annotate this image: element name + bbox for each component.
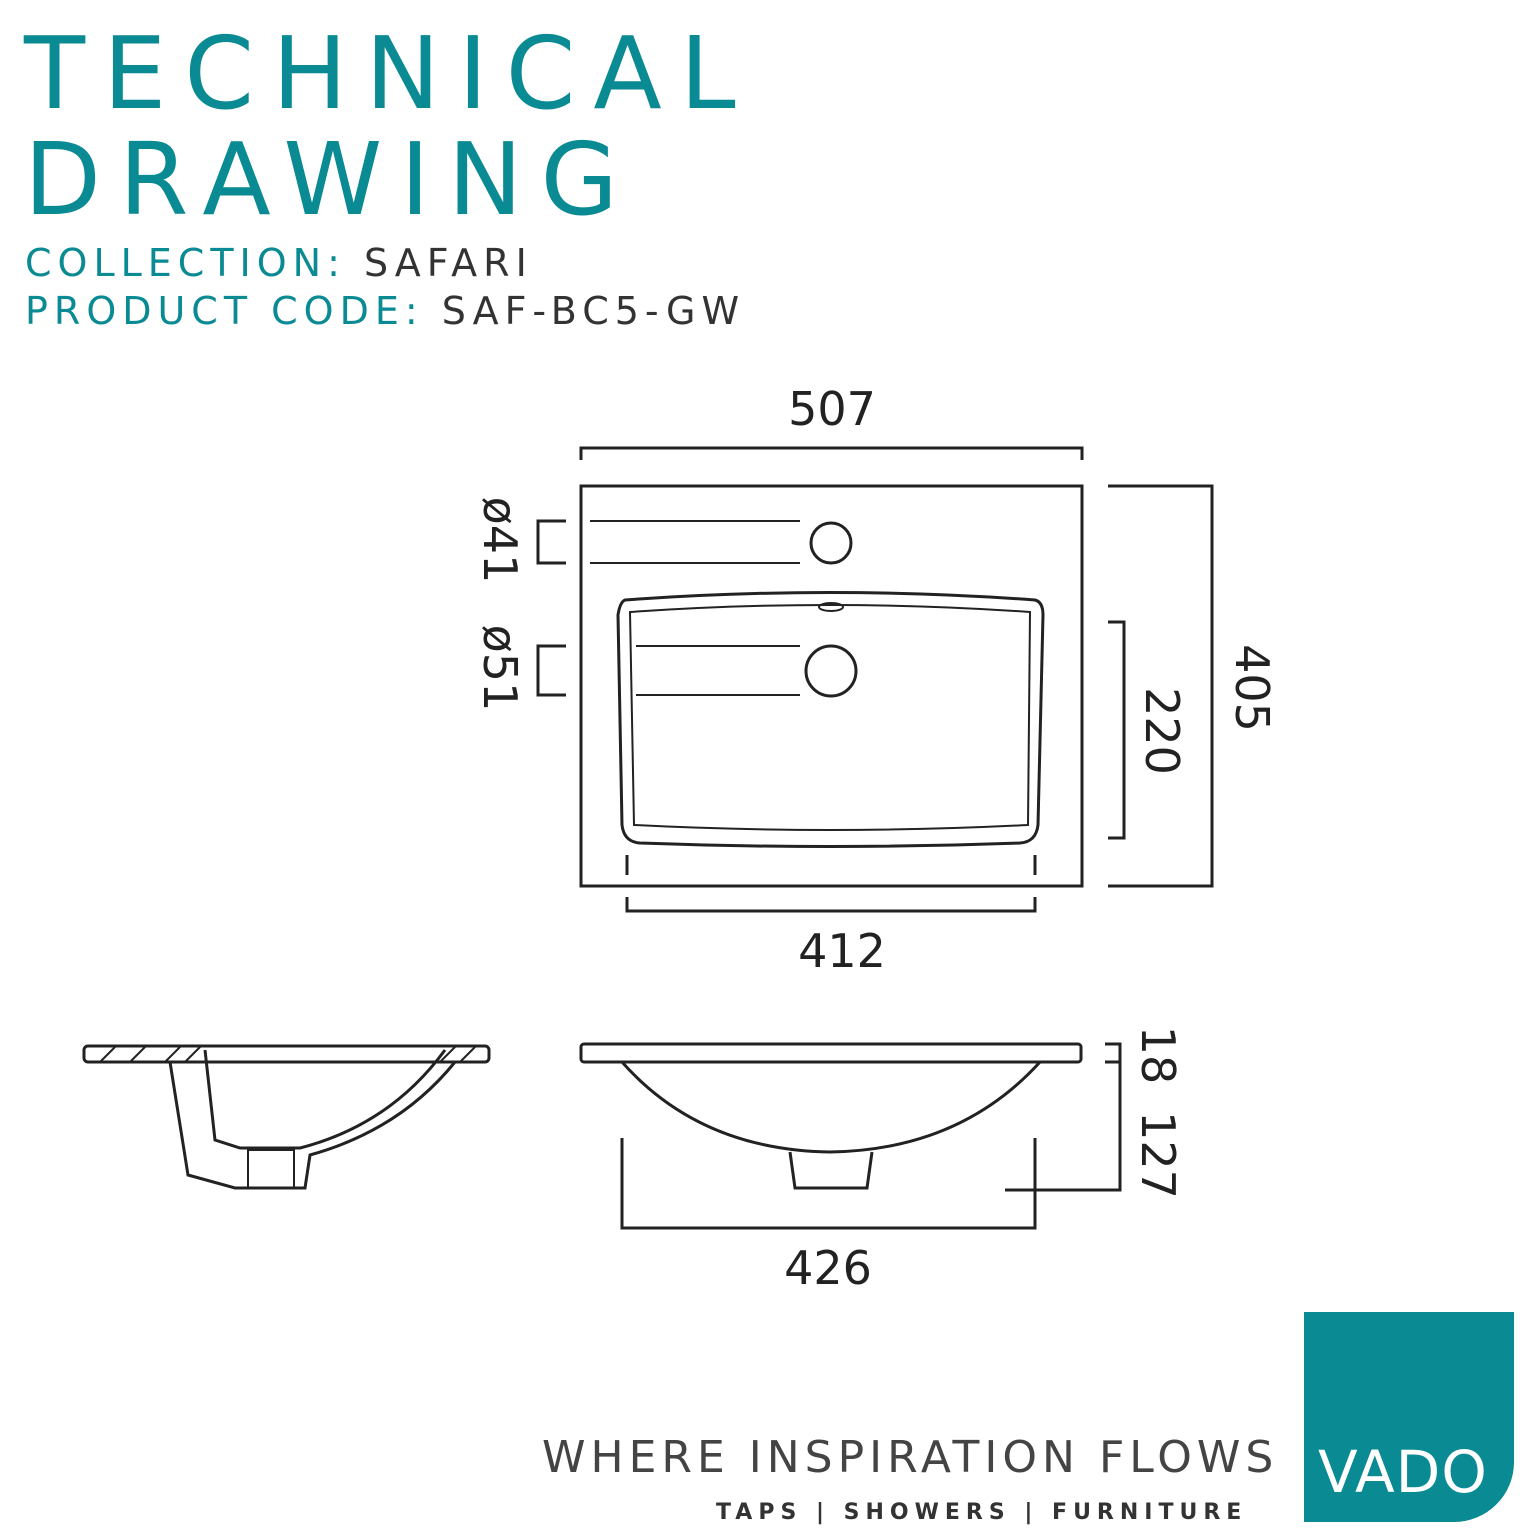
product-categories: TAPS | SHOWERS | FURNITURE [716,1500,1248,1525]
dim-line-height [1005,1042,1122,1192]
dim-line-412 [625,855,1037,913]
product-code-row: PRODUCT CODE: SAF-BC5-GW [25,292,745,330]
plan-view: 507 412 405 220 ø41 ø51 [473,382,1279,978]
dim-18: 18 [1131,1026,1185,1085]
bowl-outline [616,591,1045,848]
dim-507: 507 [788,382,876,436]
dim-220: 220 [1135,687,1189,775]
dim-line-426 [620,1138,1037,1230]
tap-hole [809,521,853,565]
side-elevation: 426 18 127 [579,1026,1185,1295]
dim-waste-hole: ø51 [473,625,527,712]
vado-logo: VADO [1304,1312,1514,1522]
collection-label: COLLECTION: [25,241,346,285]
dim-127: 127 [1131,1111,1185,1199]
overflow-slot [818,602,844,612]
dim-line-405 [1108,484,1214,888]
dim-412: 412 [798,924,886,978]
title-line-2: DRAWING [24,121,637,238]
dim-line-507 [579,446,1084,460]
collection-row: COLLECTION: SAFARI [25,244,533,282]
section-view [82,1044,491,1190]
basin-outline [579,484,1084,888]
product-code-label: PRODUCT CODE: [25,289,424,333]
dim-405: 405 [1225,644,1279,732]
dim-line-220 [1108,620,1126,840]
title-line-1: TECHNICAL [24,15,754,132]
tagline: WHERE INSPIRATION FLOWS [542,1432,1279,1483]
dim-426: 426 [784,1241,872,1295]
dim-tap-hole: ø41 [473,497,527,584]
collection-value: SAFARI [363,241,533,285]
brand-name: VADO [1318,1438,1488,1506]
product-code-value: SAF-BC5-GW [441,289,746,333]
waste-hole [804,644,858,698]
